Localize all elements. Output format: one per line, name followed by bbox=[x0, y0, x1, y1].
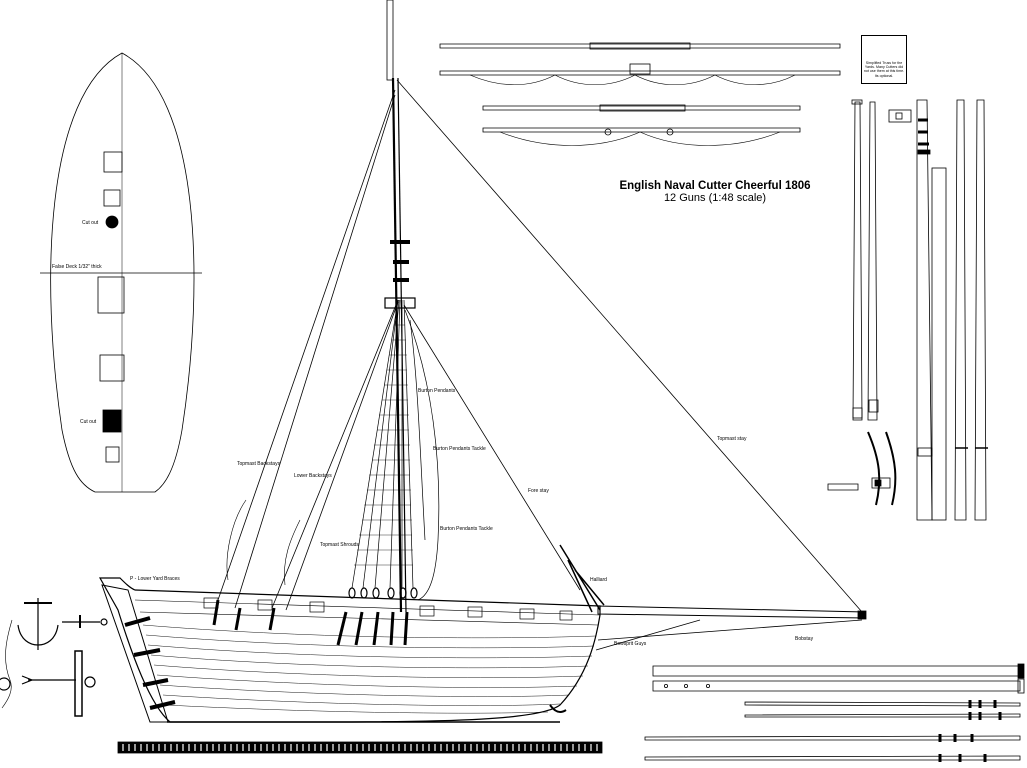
bowsprit-guys-label: Bowsprit Guys bbox=[614, 641, 647, 647]
plan-subtitle: 12 Guns (1:48 scale) bbox=[663, 192, 767, 204]
halliard-label: Halliard bbox=[590, 577, 607, 583]
mast bbox=[391, 77, 403, 613]
scale-bar bbox=[117, 741, 603, 754]
deck-outline bbox=[50, 52, 195, 493]
spar bbox=[931, 167, 947, 521]
truss-note-box: Simplified Truss for the Yards. Many Cut… bbox=[861, 35, 907, 84]
spar bbox=[644, 755, 1021, 761]
fore-stay bbox=[403, 304, 581, 591]
yard bbox=[439, 70, 841, 76]
halliard-tackle bbox=[559, 544, 605, 613]
plan-title: English Naval Cutter Cheerful 1806 bbox=[619, 180, 811, 192]
spar bbox=[867, 101, 878, 421]
spar bbox=[954, 99, 967, 521]
yard bbox=[439, 43, 841, 49]
fore-stay-label: Fore stay bbox=[528, 488, 549, 494]
hatch bbox=[99, 354, 125, 382]
topmast-stay bbox=[396, 79, 863, 613]
burton-pendants-tackle-label: Burton Pendants Tackle bbox=[440, 526, 493, 532]
spar bbox=[852, 101, 863, 421]
hatch bbox=[103, 189, 121, 207]
hatch-cut-out bbox=[102, 409, 122, 433]
lower-backstay bbox=[271, 299, 399, 609]
hatch bbox=[105, 446, 120, 463]
deck-plan bbox=[40, 52, 202, 493]
false-deck-label: False Deck 1/32" thick bbox=[52, 264, 102, 270]
planking bbox=[142, 624, 597, 714]
yard bbox=[482, 105, 801, 111]
spars-vertical bbox=[827, 99, 988, 521]
spar bbox=[744, 713, 1021, 718]
topmast-pole bbox=[386, 0, 394, 81]
ratlines bbox=[354, 324, 413, 566]
lower-backstays-label: Lower Backstays bbox=[294, 473, 332, 479]
burton-pendants-label: Burton Pendants bbox=[418, 388, 456, 394]
cut-out-label: Cut out bbox=[82, 220, 99, 226]
burton-pendants-tackle bbox=[404, 309, 440, 601]
plan-title-block: English Naval Cutter Cheerful 1806 12 Gu… bbox=[600, 180, 830, 204]
spar bbox=[644, 735, 1021, 741]
rigging bbox=[212, 0, 863, 646]
burton-pendants-tackle bbox=[409, 319, 426, 541]
spar bbox=[744, 701, 1021, 707]
anchors bbox=[0, 598, 108, 717]
hatch bbox=[103, 151, 123, 173]
rudder-pintles bbox=[124, 616, 176, 710]
chainplates bbox=[212, 599, 409, 646]
yard bbox=[482, 127, 801, 133]
spars-horizontal bbox=[644, 663, 1025, 762]
hatch bbox=[97, 276, 125, 314]
spar bbox=[652, 680, 1021, 692]
cap bbox=[888, 109, 912, 123]
topmast-backstay bbox=[234, 94, 396, 609]
topmast-backstays-label: Topmast Backstays bbox=[237, 461, 281, 467]
hull bbox=[98, 577, 867, 723]
spar bbox=[974, 99, 987, 521]
lower-backstay bbox=[285, 301, 399, 611]
gunports bbox=[203, 597, 573, 621]
truss-note-text: Simplified Truss for the Yards. Many Cut… bbox=[863, 61, 905, 78]
yards bbox=[439, 42, 841, 146]
topmast-backstay bbox=[217, 89, 396, 601]
lower-yard-braces-label: P - Lower Yard Braces bbox=[130, 576, 180, 582]
topmast-stay-label: Topmast stay bbox=[717, 436, 747, 442]
bowsprit-guys bbox=[595, 619, 701, 651]
cut-out-label: Cut out bbox=[80, 419, 97, 425]
topmast-shrouds-label: Topmast Shrouds bbox=[320, 542, 359, 548]
mast-cut-out bbox=[105, 215, 119, 229]
shrouds bbox=[351, 299, 414, 589]
burton-pendants-tackle-label: Burton Pendants Tackle bbox=[433, 446, 486, 452]
bobstay-label: Bobstay bbox=[795, 636, 814, 642]
